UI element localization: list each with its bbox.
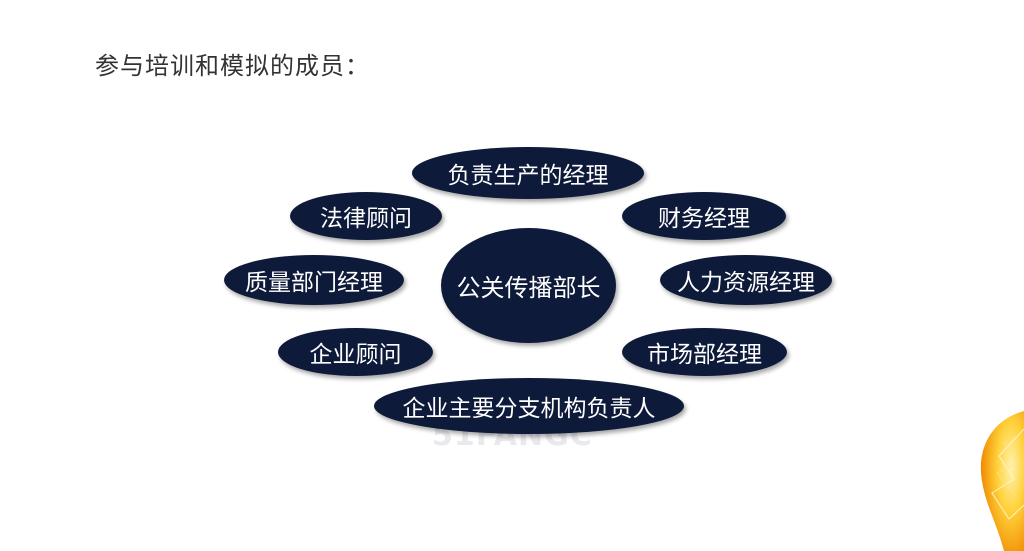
member-production-manager: 负责生产的经理 [412, 147, 644, 199]
member-label: 质量部门经理 [245, 270, 383, 296]
page-title: 参与培训和模拟的成员： [95, 52, 370, 80]
member-marketing-manager: 市场部经理 [622, 328, 787, 376]
member-hr-manager: 人力资源经理 [660, 255, 832, 305]
member-label: 企业主要分支机构负责人 [402, 396, 656, 422]
center-node: 公关传播部长 [441, 228, 616, 343]
lightbulb-decoration [980, 411, 1024, 551]
member-business-consultant: 企业顾问 [278, 328, 433, 376]
member-label: 市场部经理 [647, 342, 762, 368]
member-label: 法律顾问 [320, 206, 412, 232]
member-legal-advisor: 法律顾问 [290, 192, 442, 240]
member-branch-head: 企业主要分支机构负责人 [374, 378, 684, 434]
member-quality-manager: 质量部门经理 [224, 255, 404, 305]
member-finance-manager: 财务经理 [622, 192, 786, 240]
member-label: 负责生产的经理 [447, 163, 609, 189]
member-label: 财务经理 [658, 206, 750, 232]
member-label: 企业顾问 [309, 342, 402, 368]
center-label: 公关传播部长 [456, 274, 601, 302]
member-label: 人力资源经理 [677, 270, 815, 296]
